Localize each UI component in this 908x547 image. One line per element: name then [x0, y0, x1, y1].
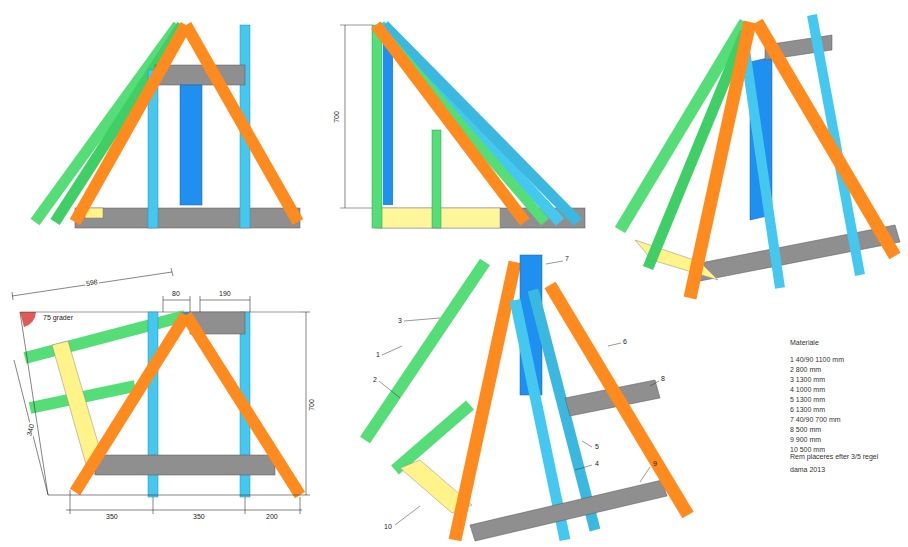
- materials-heading: Materiale: [790, 339, 819, 347]
- dimension-label: 200: [266, 513, 278, 521]
- callout-number: 8: [661, 375, 665, 383]
- dimension-label: 80: [172, 290, 180, 298]
- angle-label: 75 grader: [43, 314, 73, 322]
- note-text: dama 2013: [790, 466, 825, 474]
- callout-number: 7: [565, 255, 569, 263]
- callout-number: 1: [376, 351, 380, 359]
- callout-number: 3: [398, 317, 402, 325]
- callout-number: 9: [653, 460, 657, 468]
- materials-row: 1 40/90 1100 mm: [790, 356, 844, 364]
- materials-row: 3 1300 mm: [790, 376, 825, 384]
- materials-row: 4 1000 mm: [790, 386, 825, 394]
- note-text: Rem placeres efter 3/5 regel: [790, 453, 878, 461]
- dimension-label: 700: [308, 398, 316, 412]
- dimension-label: 700: [333, 110, 341, 124]
- materials-row: 2 800 mm: [790, 366, 821, 374]
- dimension-label: 350: [193, 513, 205, 521]
- callout-number: 10: [384, 523, 392, 531]
- callout-number: 2: [373, 376, 377, 384]
- materials-row: 10 500 mm: [790, 446, 825, 454]
- materials-row: 5 1300 mm: [790, 396, 825, 404]
- dimension-label: 350: [106, 513, 118, 521]
- materials-row: 7 40/90 700 mm: [790, 416, 841, 424]
- callout-number: 6: [623, 338, 627, 346]
- callout-number: 4: [595, 460, 599, 468]
- materials-row: 9 900 mm: [790, 436, 821, 444]
- dimension-label: 190: [219, 290, 231, 298]
- dimension-label: 340: [25, 422, 36, 437]
- materials-row: 6 1300 mm: [790, 406, 825, 414]
- materials-row: 8 500 mm: [790, 426, 821, 434]
- dimension-label: 598: [84, 278, 99, 288]
- callout-number: 5: [595, 443, 599, 451]
